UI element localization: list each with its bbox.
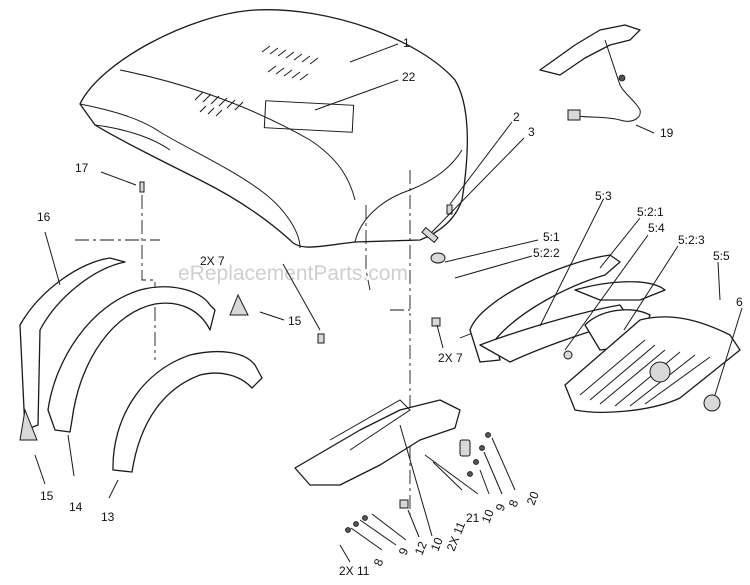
svg-text:8: 8 <box>371 556 387 568</box>
assembly-lines <box>75 170 481 520</box>
callout-17: 17 <box>75 161 89 175</box>
callout-12: 12 <box>412 539 430 557</box>
hardware-small <box>317 333 491 533</box>
svg-text:9: 9 <box>396 545 412 557</box>
panel-16 <box>19 257 126 431</box>
watermark: eReplacementParts.com <box>178 262 408 285</box>
callout-1: 1 <box>403 36 410 50</box>
callout-2: 2 <box>513 110 520 124</box>
callout-5-1: 5:1 <box>543 230 560 244</box>
callout-16: 16 <box>37 210 51 224</box>
callout-10-left: 10 <box>428 535 446 553</box>
callout-8-left: 8 <box>371 556 387 568</box>
hood-vents-bottom <box>194 91 244 117</box>
callout-2x11-right: 2X 11 <box>444 519 469 553</box>
callout-2x7-bottom: 2X 7 <box>438 351 463 365</box>
svg-text:8: 8 <box>506 497 522 509</box>
grille <box>564 316 741 413</box>
headlight-assembly <box>430 252 666 363</box>
callout-9-right: 9 <box>493 501 509 513</box>
lower-bracket <box>294 399 471 509</box>
callout-2x11-left: 2X 11 <box>339 564 370 578</box>
panel-14 <box>47 286 216 433</box>
svg-text:10: 10 <box>428 535 446 553</box>
svg-text:2X 11: 2X 11 <box>444 519 469 553</box>
callout-3: 3 <box>528 125 535 139</box>
svg-text:12: 12 <box>412 539 430 557</box>
callout-5-2-2: 5:2:2 <box>533 246 560 260</box>
bolt-17 <box>139 181 145 193</box>
callout-5-2-1: 5:2:1 <box>637 205 664 219</box>
callout-10-right: 10 <box>479 507 497 525</box>
hood <box>79 9 468 249</box>
callout-14: 14 <box>69 500 83 514</box>
callout-5-3: 5:3 <box>595 189 612 203</box>
panel-13 <box>112 350 263 473</box>
svg-text:9: 9 <box>493 501 509 513</box>
callout-21: 21 <box>466 511 480 525</box>
callout-2x7-top: 2X 7 <box>200 254 225 268</box>
hood-vents-top <box>261 45 319 81</box>
callout-20: 20 <box>524 489 542 507</box>
callout-15-bottom: 15 <box>40 489 54 503</box>
callout-8-right: 8 <box>506 497 522 509</box>
callout-5-2-3: 5:2:3 <box>678 233 705 247</box>
hood-hardware <box>421 204 453 244</box>
svg-text:20: 20 <box>524 489 542 507</box>
callout-22: 22 <box>402 70 416 84</box>
callout-15-top: 15 <box>288 314 302 328</box>
callout-5-4: 5:4 <box>648 221 665 235</box>
callout-19: 19 <box>660 126 674 140</box>
callout-9-left: 9 <box>396 545 412 557</box>
callouts: 1 22 2 3 19 17 16 2X 7 15 5:1 5:2:2 5:3 … <box>37 36 743 578</box>
wiring-harness <box>539 24 641 122</box>
callout-13: 13 <box>101 510 115 524</box>
side-panels <box>19 257 263 473</box>
decal-22 <box>263 100 355 133</box>
callout-6: 6 <box>736 295 743 309</box>
svg-text:10: 10 <box>479 507 497 525</box>
callout-5-5: 5:5 <box>713 249 730 263</box>
leader-lines <box>34 43 743 563</box>
